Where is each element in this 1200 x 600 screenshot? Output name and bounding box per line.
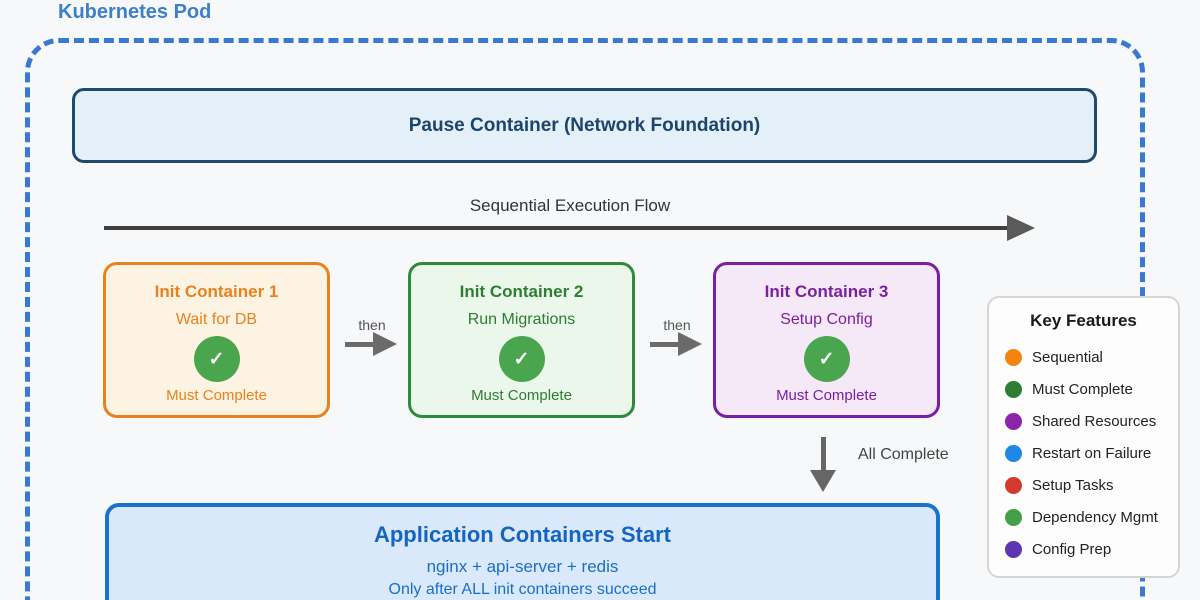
init-container-1-status: Must Complete [166, 387, 267, 404]
application-containers-box: Application Containers Start nginx + api… [105, 503, 940, 600]
check-icon: ✓ [498, 336, 545, 382]
shared-resources-dot-icon [1005, 412, 1022, 430]
then-arrow-2 [650, 342, 678, 347]
legend-item-label: Config Prep [1032, 540, 1112, 558]
init-container-3-status: Must Complete [776, 387, 877, 404]
pause-container-label: Pause Container (Network Foundation) [408, 114, 761, 136]
then-arrow-head-icon [678, 332, 702, 356]
legend-item-setup-tasks: Setup Tasks [989, 469, 1178, 501]
config-prep-dot-icon [1005, 540, 1022, 558]
key-features-title: Key Features [1030, 311, 1137, 330]
legend-item-label: Must Complete [1032, 380, 1133, 398]
pod-title: Kubernetes Pod [58, 1, 212, 23]
key-features-panel: Key Features Sequential Must Complete Sh… [987, 296, 1180, 578]
all-complete-arrow-head-icon [810, 470, 836, 492]
init-container-1-card: Init Container 1 Wait for DB ✓ Must Comp… [103, 262, 330, 418]
sequential-flow-arrow-line [104, 226, 1009, 230]
init-container-3-task: Setup Config [780, 311, 873, 328]
all-complete-label: All Complete [858, 446, 949, 463]
dependency-mgmt-dot-icon [1005, 508, 1022, 526]
check-icon: ✓ [193, 336, 240, 382]
sequential-dot-icon [1005, 348, 1022, 366]
application-containers-subtitle: nginx + api-server + redis [426, 557, 619, 576]
init-container-2-card: Init Container 2 Run Migrations ✓ Must C… [408, 262, 635, 418]
legend-item-must-complete: Must Complete [989, 373, 1178, 405]
init-container-2-status: Must Complete [471, 387, 572, 404]
then-arrow-head-icon [373, 332, 397, 356]
legend-item-restart-on-failure: Restart on Failure [989, 437, 1178, 469]
application-containers-note: Only after ALL init containers succeed [388, 581, 657, 598]
legend-item-label: Setup Tasks [1032, 476, 1114, 494]
init-container-3-card: Init Container 3 Setup Config ✓ Must Com… [713, 262, 940, 418]
all-complete-arrow [821, 437, 826, 472]
legend-item-sequential: Sequential [989, 341, 1178, 373]
then-arrow-1 [345, 342, 373, 347]
legend-item-config-prep: Config Prep [989, 533, 1178, 565]
must-complete-dot-icon [1005, 380, 1022, 398]
init-container-1-title: Init Container 1 [154, 282, 279, 301]
init-container-1-task: Wait for DB [175, 311, 258, 328]
check-icon: ✓ [803, 336, 850, 382]
legend-item-shared-resources: Shared Resources [989, 405, 1178, 437]
sequential-flow-arrow-head-icon [1007, 215, 1035, 241]
sequential-flow-label: Sequential Execution Flow [469, 196, 671, 215]
init-container-3-title: Init Container 3 [764, 282, 889, 301]
legend-item-label: Dependency Mgmt [1032, 508, 1158, 526]
init-container-2-title: Init Container 2 [459, 282, 584, 301]
init-container-2-task: Run Migrations [467, 311, 576, 328]
pause-container-box: Pause Container (Network Foundation) [72, 88, 1097, 163]
application-containers-title: Application Containers Start [373, 522, 672, 547]
legend-item-label: Restart on Failure [1032, 444, 1152, 462]
setup-tasks-dot-icon [1005, 476, 1022, 494]
then-label-2: then [663, 317, 691, 333]
legend-item-label: Shared Resources [1032, 412, 1157, 430]
restart-on-failure-dot-icon [1005, 444, 1022, 462]
then-label-1: then [358, 317, 386, 333]
legend-item-label: Sequential [1032, 348, 1103, 366]
legend-item-dependency-mgmt: Dependency Mgmt [989, 501, 1178, 533]
